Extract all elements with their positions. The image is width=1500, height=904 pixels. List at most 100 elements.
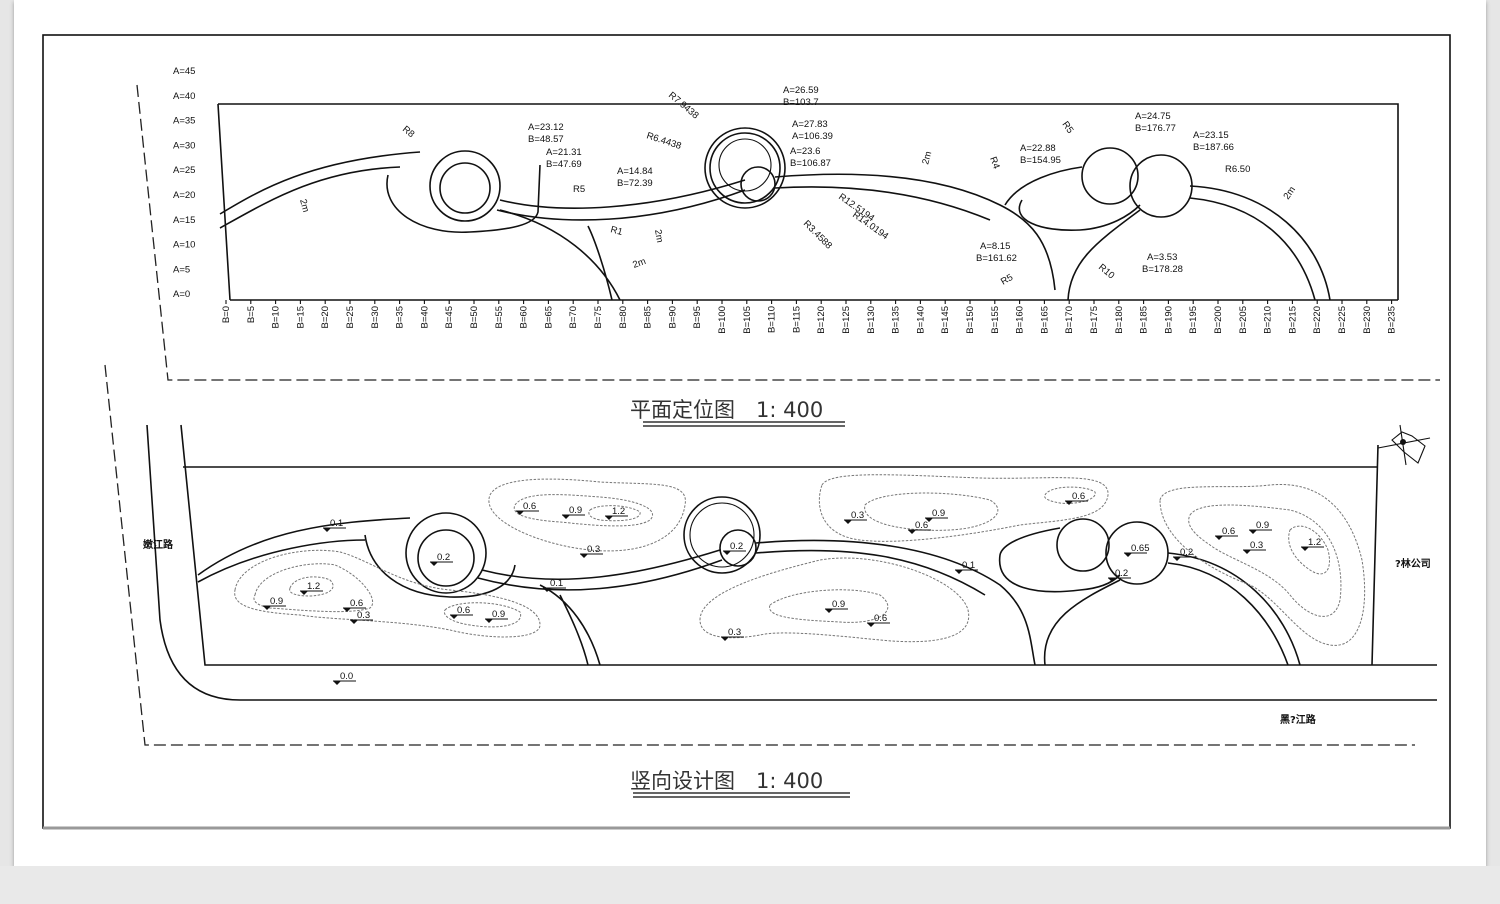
- elevation-triangle-icon: [1124, 553, 1132, 557]
- contour-line: [443, 602, 522, 628]
- elevation-triangle-icon: [350, 620, 358, 624]
- elevation-marker: 0.6: [908, 520, 931, 534]
- radius-label: R6.50: [1225, 164, 1250, 175]
- a-tick-label: A=0: [173, 289, 190, 300]
- elevation-value: 0.3: [587, 544, 600, 555]
- contour-line: [1288, 525, 1330, 575]
- elevation-value: 0.6: [1222, 526, 1235, 537]
- b-tick-label: B=65: [543, 306, 554, 328]
- b-tick-label: B=165: [1039, 306, 1050, 334]
- elevation-marker: 0.1: [323, 518, 346, 532]
- plan-path-west: [219, 151, 421, 229]
- plan-path-arc: [1189, 185, 1331, 301]
- ellipse-lawn: [999, 527, 1121, 593]
- b-tick-label: B=85: [643, 306, 654, 328]
- b-tick-label: B=220: [1312, 306, 1323, 334]
- elevation-value: 0.6: [1072, 491, 1085, 502]
- background-strip: [0, 866, 1500, 904]
- coord-a: A=21.31: [546, 147, 582, 158]
- elevation-value: 0.6: [523, 501, 536, 512]
- b-tick-label: B=150: [965, 306, 976, 334]
- width-label: 2m: [920, 150, 934, 166]
- b-tick-label: B=135: [891, 306, 902, 334]
- radius-label: R5: [573, 184, 585, 195]
- radius-label: R5: [999, 272, 1015, 288]
- b-tick-label: B=225: [1337, 306, 1348, 334]
- elevation-marker: 0.2: [1108, 568, 1131, 582]
- elevation-value: 1.2: [612, 506, 625, 517]
- contour-line: [1159, 483, 1366, 646]
- plan-path-south: [1067, 209, 1141, 301]
- elevation-marker: 0.3: [350, 610, 373, 624]
- b-tick-label: B=210: [1263, 306, 1274, 334]
- elevation-marker: 0.9: [263, 596, 286, 610]
- elevation-triangle-icon: [1301, 547, 1309, 551]
- b-tick-label: B=35: [395, 306, 406, 328]
- b-tick-label: B=145: [940, 306, 951, 334]
- coord-a: A=3.53: [1147, 252, 1177, 263]
- elevation-value: 0.2: [730, 541, 743, 552]
- a-tick-label: A=45: [173, 66, 195, 77]
- elevation-triangle-icon: [955, 570, 963, 574]
- elevation-marker: 0.6: [343, 598, 366, 612]
- elevation-triangle-icon: [333, 681, 341, 685]
- b-tick-label: B=50: [469, 306, 480, 328]
- elevation-triangle-icon: [263, 606, 271, 610]
- elevation-triangle-icon: [450, 615, 458, 619]
- elevation-triangle-icon: [516, 511, 524, 515]
- elevation-value: 0.1: [962, 560, 975, 571]
- circle-r6: [718, 138, 772, 192]
- plan-path-middle: [496, 179, 746, 221]
- b-tick-label: B=155: [990, 306, 1001, 334]
- a-tick-label: A=25: [173, 165, 195, 176]
- circle-r12: [709, 132, 781, 204]
- contour-line: [864, 492, 999, 531]
- a-axis-labels: A=45A=40A=35A=30A=25A=20A=15A=10A=5A=0: [173, 66, 195, 300]
- elevation-value: 0.3: [357, 610, 370, 621]
- elevation-value: 0.9: [1256, 520, 1269, 531]
- plan-view: A=45A=40A=35A=30A=25A=20A=15A=10A=5A=0 B…: [136, 66, 1440, 427]
- b-tick-label: B=125: [841, 306, 852, 334]
- b-tick-label: B=70: [568, 306, 579, 328]
- b-tick-label: B=120: [816, 306, 827, 334]
- b-tick-label: B=215: [1287, 306, 1298, 334]
- coord-a: A=23.12: [528, 122, 564, 133]
- elevation-marker: 1.2: [605, 506, 628, 520]
- b-tick-label: B=190: [1163, 306, 1174, 334]
- north-arrow-icon: [1377, 424, 1431, 466]
- elevation-triangle-icon: [825, 609, 833, 613]
- coord-a: A=23.15: [1193, 130, 1229, 141]
- circle-pavilion: [1056, 518, 1110, 572]
- coord-b: B=106.87: [790, 158, 831, 169]
- elevation-marker: 0.3: [580, 544, 603, 558]
- coord-a: A=24.75: [1135, 111, 1171, 122]
- road-label-bottom: 黑?江路: [1280, 713, 1317, 726]
- contour-line: [699, 557, 970, 643]
- width-label: 2m: [1281, 185, 1298, 202]
- coord-b: B=187.66: [1193, 142, 1234, 153]
- plaza-circle-inner: [439, 162, 491, 214]
- b-tick-label: B=10: [271, 306, 282, 328]
- elevation-value: 1.2: [307, 581, 320, 592]
- elevation-marker: 1.2: [300, 581, 323, 595]
- elevation-triangle-icon: [485, 619, 493, 623]
- coord-a: A=22.88: [1020, 143, 1056, 154]
- elevation-marker: 0.6: [516, 501, 539, 515]
- elevation-value: 0.6: [350, 598, 363, 609]
- radius-label: R5: [1060, 119, 1076, 135]
- b-tick-label: B=15: [295, 306, 306, 328]
- b-tick-label: B=105: [742, 306, 753, 334]
- elevation-value: 0.2: [1115, 568, 1128, 579]
- elevation-marker: 0.6: [450, 605, 473, 619]
- elevation-triangle-icon: [1065, 501, 1073, 505]
- vertical-boundary-dashed: [104, 364, 1415, 746]
- elevation-value: 0.2: [437, 552, 450, 563]
- a-tick-label: A=10: [173, 240, 195, 251]
- elevation-value: 0.1: [550, 578, 563, 589]
- elevation-marker: 0.3: [844, 510, 867, 524]
- elevation-marker: 0.2: [723, 541, 746, 555]
- b-tick-label: B=130: [866, 306, 877, 334]
- plan-boundary-dashed: [136, 84, 1440, 381]
- coord-b: B=72.39: [617, 178, 653, 189]
